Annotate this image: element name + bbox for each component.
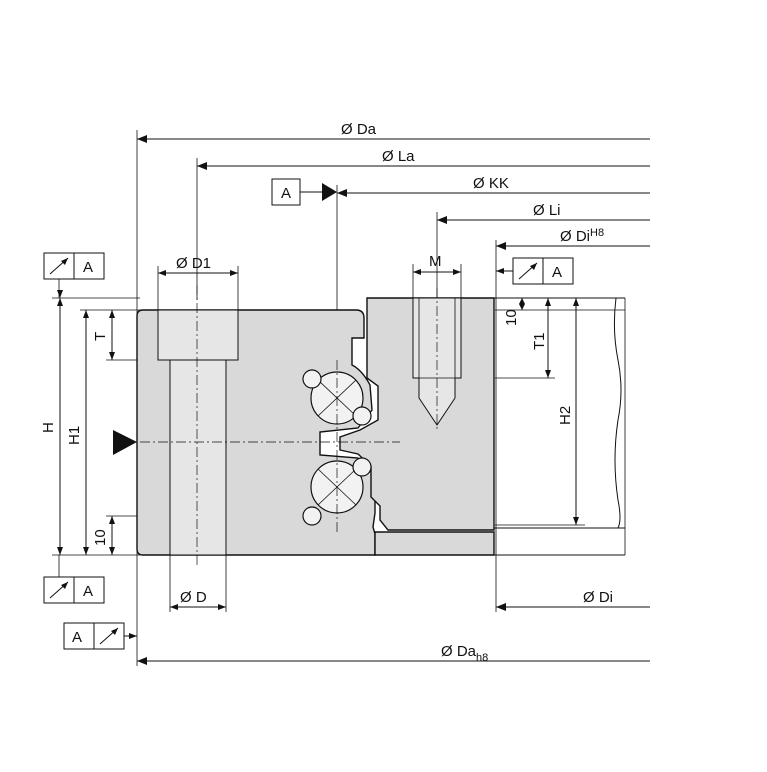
datum-a-top: A — [271, 178, 337, 206]
dim-di: Ø Di — [583, 589, 613, 606]
dim-ten-top: 10 — [503, 309, 520, 326]
dim-la: Ø La — [382, 148, 415, 165]
svg-text:A: A — [83, 583, 93, 600]
dim-h1: H1 — [66, 426, 83, 445]
runout-box-bottom-left: A — [43, 555, 105, 604]
dim-t1: T1 — [531, 332, 548, 350]
runout-box-top-left: A — [43, 252, 105, 298]
svg-text:A: A — [552, 264, 562, 281]
dim-t: T — [92, 332, 109, 341]
svg-text:A: A — [72, 629, 82, 646]
dim-li: Ø Li — [533, 202, 561, 219]
dim-d: Ø D — [180, 589, 207, 606]
height-dimensions: H H1 T 10 — [40, 290, 137, 555]
dim-d1: Ø D1 — [176, 255, 211, 272]
runout-box-outer: A — [63, 622, 137, 650]
dim-da: Ø Da — [341, 121, 377, 138]
runout-datum-label: A — [83, 259, 93, 276]
counterbore — [157, 309, 239, 361]
dim-kk: Ø KK — [473, 175, 509, 192]
bearing-section — [136, 285, 626, 565]
dim-ten-bottom: 10 — [92, 529, 109, 546]
dim-m: M — [429, 253, 442, 270]
datum-triangle-left — [113, 430, 137, 455]
dim-da-h8: Ø Dah8 — [441, 643, 488, 664]
dim-h: H — [40, 422, 57, 433]
diameter-dimensions: Ø Da Ø La Ø KK Ø Li Ø DiH8 Ø D1 M — [137, 121, 650, 276]
right-height-dimensions: 10 T1 H2 — [503, 298, 579, 525]
bottom-dimensions: Ø D Ø Di Ø Dah8 — [137, 589, 650, 665]
dim-di-h8: Ø DiH8 — [560, 227, 604, 245]
through-hole — [169, 359, 227, 556]
runout-box-bore: A — [496, 257, 574, 285]
dim-h2: H2 — [557, 406, 574, 425]
svg-text:A: A — [281, 185, 291, 202]
